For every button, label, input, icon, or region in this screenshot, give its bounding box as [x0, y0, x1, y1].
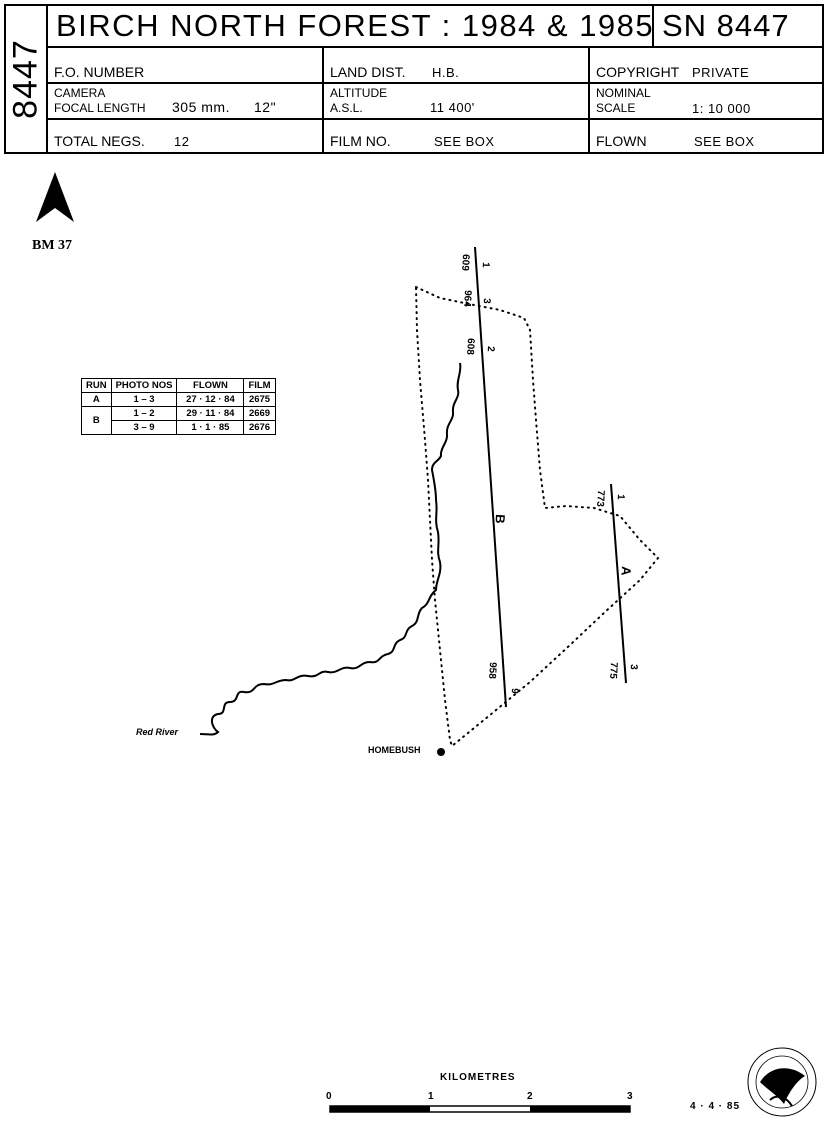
run-a-label: A: [618, 566, 634, 577]
flown-value: SEE BOX: [694, 134, 755, 149]
info-row-1: F.O. NUMBER LAND DIST. H.B. COPYRIGHT PR…: [48, 48, 822, 84]
flight-line-b: [474, 246, 507, 708]
river-name: Red River: [136, 727, 179, 737]
land-dist-cell: LAND DIST. H.B.: [322, 48, 588, 82]
info-row-2: CAMERA FOCAL LENGTH 305 mm. 12" ALTITUDE…: [48, 84, 822, 120]
cell-film: 2676: [243, 420, 276, 435]
scale-label: SCALE: [596, 101, 636, 115]
run-a-end-neg: 775: [607, 662, 619, 680]
film-no-value: SEE BOX: [434, 134, 495, 149]
sn-number: SN 8447: [662, 8, 790, 43]
homebush-marker: [437, 748, 445, 756]
north-letter: N: [51, 212, 59, 223]
scale-bar: [329, 1105, 631, 1113]
altitude-cell: ALTITUDE A.S.L. 11 400': [322, 84, 588, 118]
film-no-label: FILM NO.: [330, 133, 391, 149]
focal-length-inches: 12": [254, 99, 277, 115]
survey-boundary: [415, 286, 660, 748]
flight-line-a: [610, 483, 627, 684]
land-dist-value: H.B.: [432, 65, 460, 80]
cell-run: A: [81, 392, 112, 407]
run-b-frame-9: 9: [509, 688, 520, 695]
cell-film: 2675: [243, 392, 276, 407]
camera-label: CAMERA: [54, 86, 106, 100]
run-a-end-frame: 3: [628, 664, 639, 671]
sn-box: SN 8447: [652, 6, 822, 46]
red-river: [199, 362, 462, 736]
benchmark-label: BM 37: [32, 238, 73, 253]
fo-number-label: F.O. NUMBER: [54, 64, 145, 80]
flown-label: FLOWN: [596, 133, 647, 149]
focal-length-value: 305 mm.: [172, 99, 230, 115]
table-row: 3 – 9 1 · 1 · 85 2676: [82, 420, 276, 435]
copyright-label: COPYRIGHT: [596, 64, 680, 80]
cell-photos: 1 – 2: [110, 406, 178, 421]
total-negs-cell: TOTAL NEGS. 12: [48, 120, 322, 152]
sheet-title: BIRCH NORTH FOREST : 1984 & 1985: [56, 8, 655, 43]
scale-value: 1: 10 000: [692, 101, 751, 116]
cell-run: B: [81, 406, 112, 435]
cell-flown: 27 · 12 · 84: [176, 392, 245, 407]
scale-cell: NOMINAL SCALE 1: 10 000: [588, 84, 822, 118]
side-id-box: 8447: [6, 6, 48, 152]
run-b-start-frame: 1: [480, 262, 491, 269]
run-b-neg-608: 608: [464, 338, 476, 356]
focal-length-label: FOCAL LENGTH: [54, 101, 146, 115]
cell-flown: 29 · 11 · 84: [176, 406, 245, 421]
title-row: BIRCH NORTH FOREST : 1984 & 1985 SN 8447: [48, 6, 822, 48]
scale-tick-1: 1: [428, 1091, 434, 1102]
run-b-neg-964: 964: [461, 290, 473, 308]
cell-flown: 1 · 1 · 85: [176, 420, 245, 435]
flown-cell: FLOWN SEE BOX: [588, 120, 822, 152]
header-flown: FLOWN: [176, 378, 245, 393]
header-run: RUN: [81, 378, 112, 393]
run-a-start-neg: 773: [594, 490, 606, 508]
copyright-cell: COPYRIGHT PRIVATE: [588, 48, 822, 82]
film-no-cell: FILM NO. SEE BOX: [322, 120, 588, 152]
asl-label: A.S.L.: [330, 101, 363, 115]
cell-photos: 3 – 9: [110, 420, 178, 435]
altitude-value: 11 400': [430, 100, 475, 115]
run-b-frame-3: 3: [481, 298, 492, 305]
run-b-start-neg: 609: [459, 254, 471, 272]
run-b-label: B: [493, 514, 508, 524]
nominal-label: NOMINAL: [596, 86, 651, 100]
altitude-label: ALTITUDE: [330, 86, 388, 100]
place-name-homebush: HOMEBUSH: [368, 745, 421, 755]
table-row: A 1 – 3 27 · 12 · 84 2675: [81, 392, 276, 407]
sheet-date: 4 · 4 · 85: [690, 1101, 741, 1112]
run-b-frame-2: 2: [485, 346, 496, 353]
run-a-start-frame: 1: [615, 494, 626, 501]
scale-bar-title: KILOMETRES: [440, 1072, 516, 1083]
table-row: B 1 – 2 29 · 11 · 84 2669: [81, 406, 276, 435]
land-dist-label: LAND DIST.: [330, 64, 406, 80]
cell-photos: 1 – 3: [110, 392, 178, 407]
fo-number-cell: F.O. NUMBER: [48, 48, 322, 82]
header-film: FILM: [243, 378, 276, 393]
scale-tick-2: 2: [527, 1091, 533, 1102]
total-negs-value: 12: [174, 134, 190, 149]
flight-table-header-row: RUN PHOTO NOS FLOWN FILM: [81, 378, 276, 393]
north-arrow-icon: [36, 172, 74, 222]
camera-cell: CAMERA FOCAL LENGTH 305 mm. 12": [48, 84, 322, 118]
scale-tick-3: 3: [627, 1091, 633, 1102]
cell-film: 2669: [243, 406, 276, 421]
info-row-3: TOTAL NEGS. 12 FILM NO. SEE BOX FLOWN SE…: [48, 120, 822, 152]
copyright-value: PRIVATE: [692, 65, 750, 80]
run-b-neg-958: 958: [486, 662, 498, 680]
total-negs-label: TOTAL NEGS.: [54, 133, 145, 149]
flight-table: RUN PHOTO NOS FLOWN FILM A 1 – 3 27 · 12…: [81, 378, 276, 435]
scale-tick-0: 0: [326, 1091, 332, 1102]
sheet-header: 8447 BIRCH NORTH FOREST : 1984 & 1985 SN…: [4, 4, 824, 154]
header-photo-nos: PHOTO NOS: [110, 378, 178, 393]
nz-aerial-mapping-logo-icon: [747, 1047, 817, 1117]
